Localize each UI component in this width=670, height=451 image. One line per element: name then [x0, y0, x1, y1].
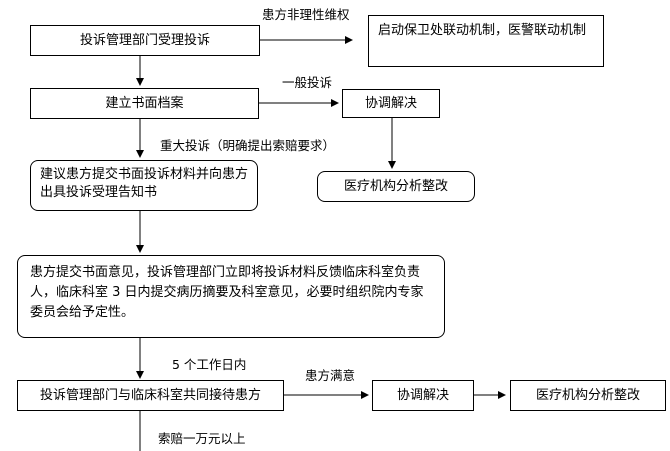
- node-suggest-written: 建议患方提交书面投诉材料并向患方出具投诉受理告知书: [30, 160, 258, 211]
- label-compensation: 索赔一万元以上: [158, 431, 246, 446]
- node-analysis-1: 医疗机构分析整改: [317, 171, 475, 202]
- label-satisfied: 患方满意: [305, 368, 356, 383]
- node-coordinate-1: 协调解决: [342, 89, 440, 118]
- node-receive-complaint: 投诉管理部门受理投诉: [30, 25, 260, 56]
- node-coordinate-2: 协调解决: [372, 380, 474, 411]
- node-build-archive: 建立书面档案: [30, 88, 259, 119]
- label-general-complaint: 一般投诉: [282, 75, 333, 90]
- node-feedback-process: 患方提交书面意见，投诉管理部门立即将投诉材料反馈临床科室负责人，临床科室 3 日…: [17, 255, 445, 338]
- label-irrational: 患方非理性维权: [262, 7, 350, 22]
- label-major-complaint: 重大投诉（明确提出索赔要求）: [160, 138, 336, 153]
- node-security-linkage: 启动保卫处联动机制，医警联动机制: [368, 15, 604, 67]
- node-analysis-2: 医疗机构分析整改: [510, 380, 666, 411]
- node-joint-reception: 投诉管理部门与临床科室共同接待患方: [17, 380, 284, 411]
- label-five-days: 5 个工作日内: [172, 357, 247, 372]
